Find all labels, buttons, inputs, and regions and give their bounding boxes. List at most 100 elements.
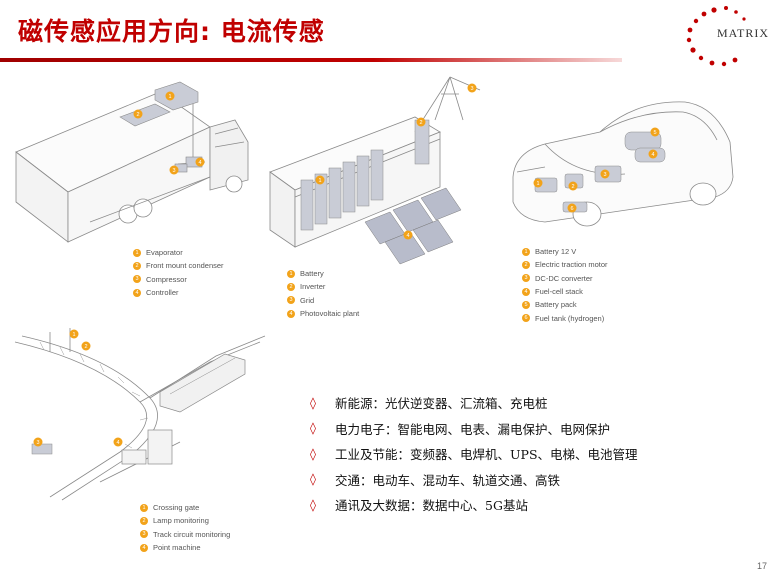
legend-item: 2 Lamp monitoring [140,514,230,527]
legend-item: 3 Track circuit monitoring [140,528,230,541]
legend-item: 6 Fuel tank (hydrogen) [522,311,608,324]
bullet-item: ◊ 通讯及大数据：数据中心、5G基站 [310,492,638,518]
legend-label: Evaporator [146,248,183,258]
legend-label: Grid [300,295,315,305]
bullet-item: ◊ 工业及节能：变频器、电焊机、UPS、电梯、电池管理 [310,441,638,467]
legend-label: Photovoltaic plant [300,309,360,319]
badge-text: 3 [287,296,295,305]
legend-label: Compressor [146,274,187,284]
badge-text: 4 [522,287,530,296]
legend-item: 5 Battery pack [522,298,608,311]
badge-text: 3 [172,168,175,174]
legend-item: 1 Battery 12 V [522,245,608,258]
solar-legend: 1 Battery 2 Inverter 3 Grid 4 Photovoltaic p… [287,267,359,320]
bullet-text: 新能源：光伏逆变器、汇流箱、充电桩 [335,396,548,412]
badge-text: 4 [116,440,119,446]
badge-text: 2 [136,112,139,118]
legend-label: Lamp monitoring [153,516,209,526]
legend-item: 3 DC-DC converter [522,272,608,285]
badge-text: 2 [84,344,87,350]
bullet-text: 工业及节能：变频器、电焊机、UPS、电梯、电池管理 [335,447,638,463]
bullet-text: 通讯及大数据：数据中心、5G基站 [335,498,528,514]
badge-text: 1 [72,332,75,338]
legend-item: 1 Battery [287,267,359,280]
bullet-item: ◊ 新能源：光伏逆变器、汇流箱、充电桩 [310,390,638,416]
badge-text: 5 [522,300,530,309]
badge-text: 1 [140,503,148,512]
legend-item: 4 Point machine [140,541,230,554]
badge-text: 6 [570,206,573,212]
legend-label: Fuel-cell stack [535,287,583,297]
diamond-bullet-icon: ◊ [310,472,316,487]
legend-label: Battery 12 V [535,247,577,257]
badge-text: 4 [651,152,654,158]
legend-label: DC-DC converter [535,273,593,283]
truck-legend: 1 Evaporator 2 Front mount condenser 3 Comp… [133,246,224,299]
rail-illustration: 1 2 3 4 [14,328,266,501]
application-bullet-list: ◊ 新能源：光伏逆变器、汇流箱、充电桩 ◊ 电力电子：智能电网、电表、漏电保护、电网… [310,390,638,518]
bullet-text: 电力电子：智能电网、电表、漏电保护、电网保护 [335,421,611,437]
badge-text: 6 [522,314,530,323]
logo-text: MATRIX [717,26,770,40]
legend-label: Controller [146,288,179,298]
badge-text: 2 [133,261,141,270]
badge-text: 2 [287,282,295,291]
legend-item: 2 Electric traction motor [522,258,608,271]
bullet-item: ◊ 交通：电动车、混动车、轨道交通、高铁 [310,467,638,493]
legend-label: Point machine [153,543,201,553]
badge-text: 1 [287,269,295,278]
bullet-text: 交通：电动车、混动车、轨道交通、高铁 [335,472,561,488]
badge-text: 1 [318,178,321,184]
badge-text: 3 [36,440,39,446]
diamond-bullet-icon: ◊ [310,421,316,436]
legend-label: Battery [300,269,324,279]
badge-text: 3 [522,274,530,283]
badge-text: 5 [653,130,656,136]
legend-item: 3 Grid [287,294,359,307]
badge-text: 1 [168,94,171,100]
legend-label: Crossing gate [153,503,200,513]
badge-text: 4 [133,288,141,297]
badge-text: 2 [140,516,148,525]
truck-illustration: 1 2 3 4 [15,81,249,243]
diamond-bullet-icon: ◊ [310,395,316,410]
legend-item: 2 Front mount condenser [133,259,224,272]
legend-item: 3 Compressor [133,273,224,286]
title-rule [0,58,622,62]
legend-item: 1 Crossing gate [140,501,230,514]
legend-item: 2 Inverter [287,280,359,293]
badge-text: 3 [140,530,148,539]
legend-label: Inverter [300,282,326,292]
car-illustration: 1 2 3 4 5 6 [512,101,734,227]
badge-text: 4 [198,160,201,166]
badge-text: 2 [571,184,574,190]
legend-label: Front mount condenser [146,261,224,271]
diamond-bullet-icon: ◊ [310,497,316,512]
car-legend: 1 Battery 12 V 2 Electric traction motor 3… [522,245,608,325]
diamond-bullet-icon: ◊ [310,446,316,461]
legend-item: 4 Controller [133,286,224,299]
badge-text: 4 [140,543,148,552]
legend-label: Battery pack [535,300,577,310]
badge-text: 4 [287,309,295,318]
badge-text: 1 [536,181,539,187]
legend-label: Track circuit monitoring [153,529,231,539]
badge-text: 4 [406,233,409,239]
legend-label: Electric traction motor [535,260,608,270]
legend-item: 4 Photovoltaic plant [287,307,359,320]
badge-text: 3 [603,172,606,178]
badge-text: 2 [522,260,530,269]
legend-item: 1 Evaporator [133,246,224,259]
badge-text: 3 [133,275,141,284]
legend-item: 4 Fuel-cell stack [522,285,608,298]
badge-text: 2 [419,120,422,126]
solar-illustration: 1 2 3 4 [269,76,481,265]
legend-label: Fuel tank (hydrogen) [535,313,605,323]
badge-text: 1 [522,247,530,256]
matrix-logo-icon [686,6,746,67]
slide-title: 磁传感应用方向: 电流传感 [18,17,325,46]
badge-text: 3 [470,86,473,92]
rail-legend: 1 Crossing gate 2 Lamp monitoring 3 Track c… [140,501,230,554]
page-number: 17 [756,561,767,571]
badge-text: 1 [133,248,141,257]
